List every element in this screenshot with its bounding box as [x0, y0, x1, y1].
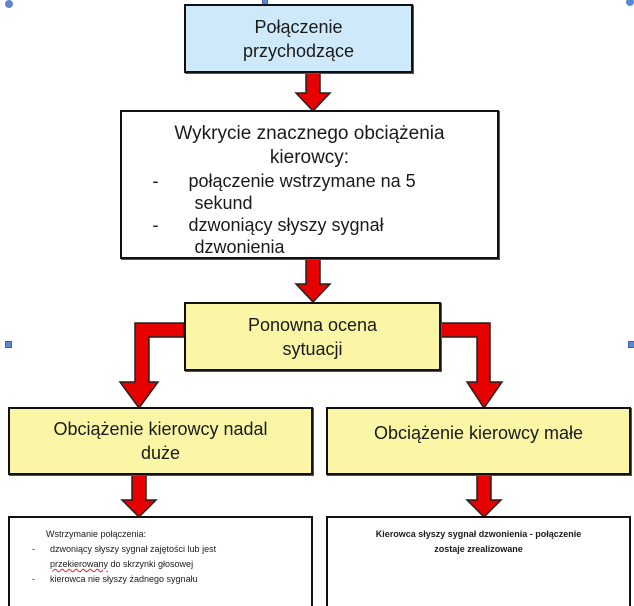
detection-bullet: - dzwoniący słyszy sygnał dzwonienia — [145, 214, 475, 257]
load-high-line1: Obciążenie kierowcy nadal — [53, 419, 268, 439]
bullet-dash: - — [32, 574, 35, 584]
detection-title-line1: Wykrycie znacznego obciążenia — [174, 123, 445, 144]
reassessment-line1: Ponowna ocena — [247, 314, 378, 335]
detection-title: Wykrycie znacznego obciążenia kierowcy: — [174, 122, 444, 170]
load-high-line2: duże — [140, 443, 181, 463]
reassessment-box: Ponowna ocena sytuacji — [184, 302, 441, 371]
arrow-load-high-to-hold — [120, 473, 158, 519]
detection-bullet-text: połączenie wstrzymane na 5 — [188, 171, 416, 191]
arrow-detection-to-reassessment — [294, 257, 332, 304]
bullet-dash: - — [32, 544, 35, 554]
arrow-load-low-to-connect — [465, 473, 503, 519]
arrow-reassessment-to-load-high — [118, 322, 185, 410]
reassessment-line2: sytuacji — [282, 338, 343, 359]
hold-result-bullet: - dzwoniący słyszy sygnał zajętości lub … — [32, 542, 316, 572]
spellcheck-word[interactable]: przekierowany — [50, 559, 109, 569]
detection-bullet: - połączenie wstrzymane na 5 sekund — [145, 170, 475, 214]
hold-result-bullet-text: dzwoniący słyszy sygnał zajętości lub je… — [50, 544, 217, 554]
bullet-dash: - — [152, 215, 159, 235]
detection-bullet-text-cont: sekund — [194, 193, 253, 213]
incoming-call-line2: przychodzące — [242, 40, 355, 61]
detection-bullet-list: - połączenie wstrzymane na 5 sekund - dz… — [145, 170, 475, 257]
hold-result-text: Wstrzymanie połączenia: - dzwoniący słys… — [32, 527, 316, 587]
hold-result-bullet-text: kierowca nie słyszy żadnego sygnału — [50, 574, 198, 584]
load-high-box: Obciążenie kierowcy nadal duże — [8, 407, 313, 475]
selection-handle-top-right[interactable] — [626, 0, 634, 6]
arrow-reassessment-to-load-low — [439, 322, 504, 410]
hold-result-box — [8, 516, 313, 606]
connect-result-line2: zostaje zrealizowane — [434, 544, 523, 554]
hold-result-bullet-rest: do skrzynki głosowej — [108, 559, 194, 569]
arrow-incoming-to-detection — [294, 71, 332, 113]
connect-result-box — [326, 516, 631, 606]
hold-result-list: - dzwoniący słyszy sygnał zajętości lub … — [32, 542, 316, 587]
selection-handle-middle-left[interactable] — [5, 341, 12, 348]
detection-box: Wykrycie znacznego obciążenia kierowcy: … — [120, 110, 499, 259]
incoming-call-box: Połączenie przychodzące — [184, 4, 413, 73]
hold-result-bullet-text-cont: przekierowany do skrzynki głosowej — [50, 557, 316, 572]
detection-title-line2: kierowcy: — [269, 147, 350, 168]
connect-result-text: Kierowca słyszy sygnał dzwonienia - połą… — [330, 527, 627, 557]
incoming-call-line1: Połączenie — [254, 16, 343, 37]
detection-bullet-text: dzwoniący słyszy sygnał — [188, 215, 384, 235]
detection-bullet-text-cont: dzwonienia — [194, 237, 285, 257]
hold-result-title: Wstrzymanie połączenia: — [46, 529, 147, 539]
connect-result-line1: Kierowca słyszy sygnał dzwonienia - połą… — [375, 529, 582, 539]
bullet-dash: - — [152, 171, 159, 191]
hold-result-bullet: - kierowca nie słyszy żadnego sygnału — [32, 572, 316, 587]
load-low-line1: Obciążenie kierowcy małe — [373, 423, 584, 443]
selection-handle-middle-right[interactable] — [628, 341, 634, 348]
selection-handle-top-left[interactable] — [5, 0, 13, 8]
load-low-box: Obciążenie kierowcy małe — [326, 407, 631, 475]
